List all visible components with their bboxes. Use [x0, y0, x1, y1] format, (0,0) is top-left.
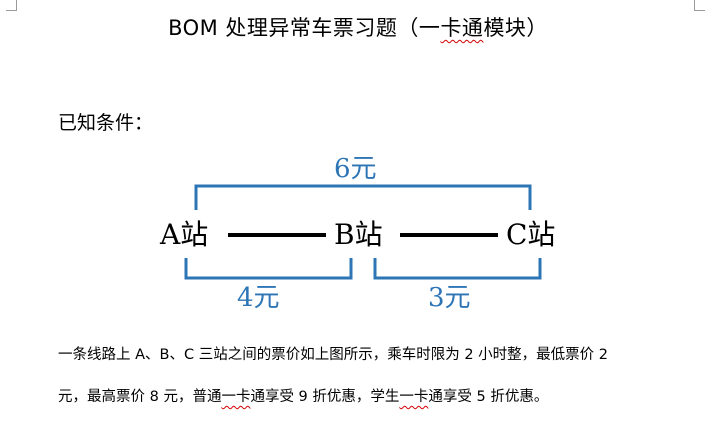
station-b: B站 [334, 218, 383, 251]
line2-spellcheck-word-2: 一卡 [399, 389, 429, 405]
page-corner-mark-right [694, 0, 705, 11]
document-title: BOM 处理异常车票习题（一卡通模块） [0, 12, 716, 42]
known-conditions-label: 已知条件： [58, 112, 154, 134]
fare-b-to-c: 3元 [428, 283, 471, 313]
fare-a-to-c: 6元 [334, 154, 377, 184]
line2-part-b: 通享受 9 折优惠，学生 [250, 389, 400, 405]
paragraph-line-2: 元，最高票价 8 元，普通一卡通享受 9 折优惠，学生一卡通享受 5 折优惠。 [58, 385, 698, 406]
paragraph-line-1: 一条线路上 A、B、C 三站之间的票价如上图所示，乘车时限为 2 小时整，最低票… [58, 347, 608, 363]
line2-part-a: 元，最高票价 8 元，普通 [58, 389, 222, 405]
fare-a-to-b: 4元 [237, 283, 280, 313]
station-c: C站 [506, 218, 556, 251]
station-a: A站 [160, 218, 209, 251]
bracket-b-to-c [373, 258, 542, 280]
title-prefix: BOM 处理异常车票习题（一 [168, 16, 441, 40]
bracket-a-to-c [194, 184, 532, 210]
title-spellcheck-word: 卡通 [440, 16, 484, 40]
line2-spellcheck-word-1: 一卡 [221, 389, 251, 405]
title-suffix: 模块） [483, 16, 548, 40]
page-corner-mark-left [6, 0, 17, 11]
bracket-a-to-b [184, 258, 353, 280]
line2-part-c: 通享受 5 折优惠。 [428, 389, 549, 405]
